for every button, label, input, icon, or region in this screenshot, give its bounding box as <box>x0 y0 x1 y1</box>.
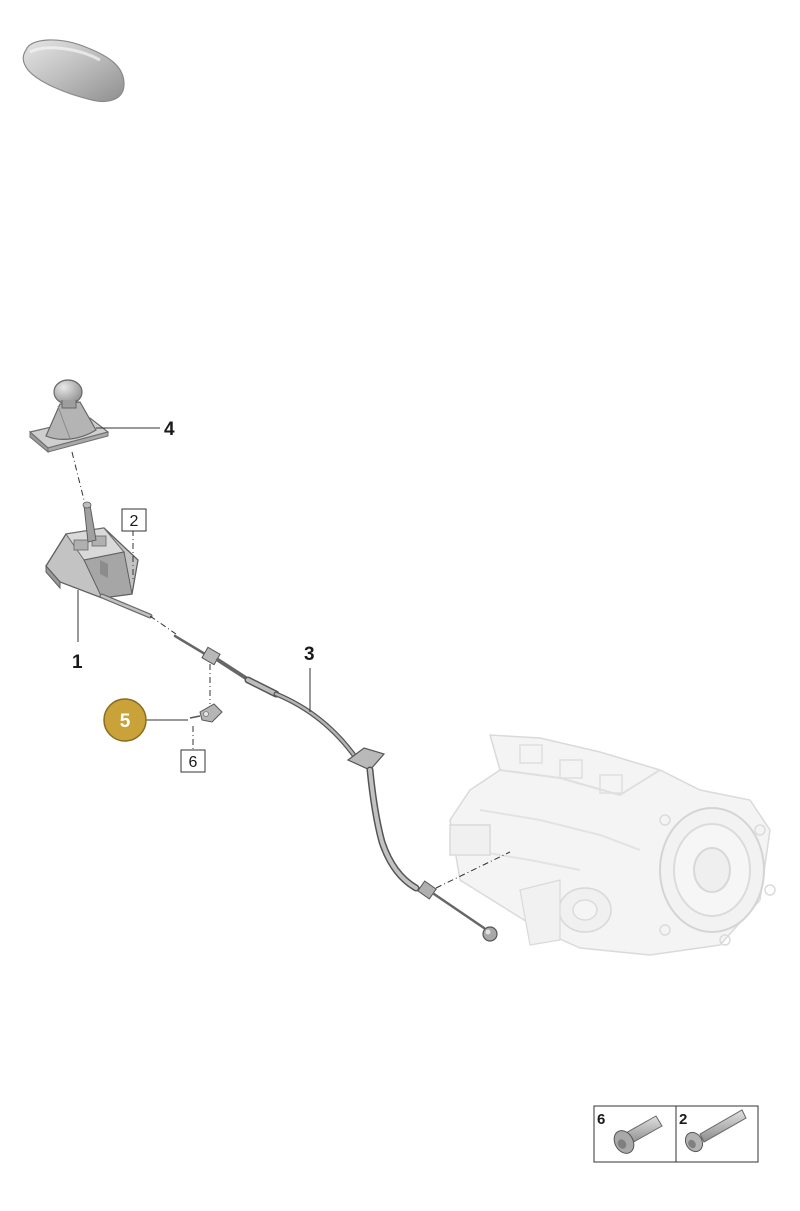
gear-knob-boot-part <box>28 379 110 454</box>
callout-shift-cable: 3 <box>304 644 315 665</box>
boxed-ref-shifter-screw-label: 2 <box>130 513 139 530</box>
boxed-ref-bracket-screw-label: 6 <box>189 754 198 771</box>
hardware-legend-right-label: 2 <box>679 1111 687 1128</box>
shift-cable-part <box>173 634 498 942</box>
transmission-illustration <box>449 734 776 956</box>
callout-badge-bracket[interactable]: 5 <box>103 698 147 742</box>
callout-shifter-unit: 1 <box>72 652 83 673</box>
hardware-legend: 6 2 <box>593 1105 759 1163</box>
flange-bolt-icon <box>613 1115 663 1154</box>
shifter-unit-part <box>45 501 153 619</box>
hardware-legend-left-label: 6 <box>597 1111 605 1128</box>
boxed-ref-shifter-screw: 2 <box>121 508 147 532</box>
boxed-ref-bracket-screw: 6 <box>180 749 206 773</box>
callout-badge-bracket-label: 5 <box>120 711 131 732</box>
callout-gear-knob-boot: 4 <box>164 419 175 440</box>
leader-lines <box>71 427 511 889</box>
vehicle-silhouette-icon <box>22 39 125 103</box>
washer-bolt-icon <box>684 1109 747 1153</box>
bracket-clip-part <box>189 703 223 723</box>
